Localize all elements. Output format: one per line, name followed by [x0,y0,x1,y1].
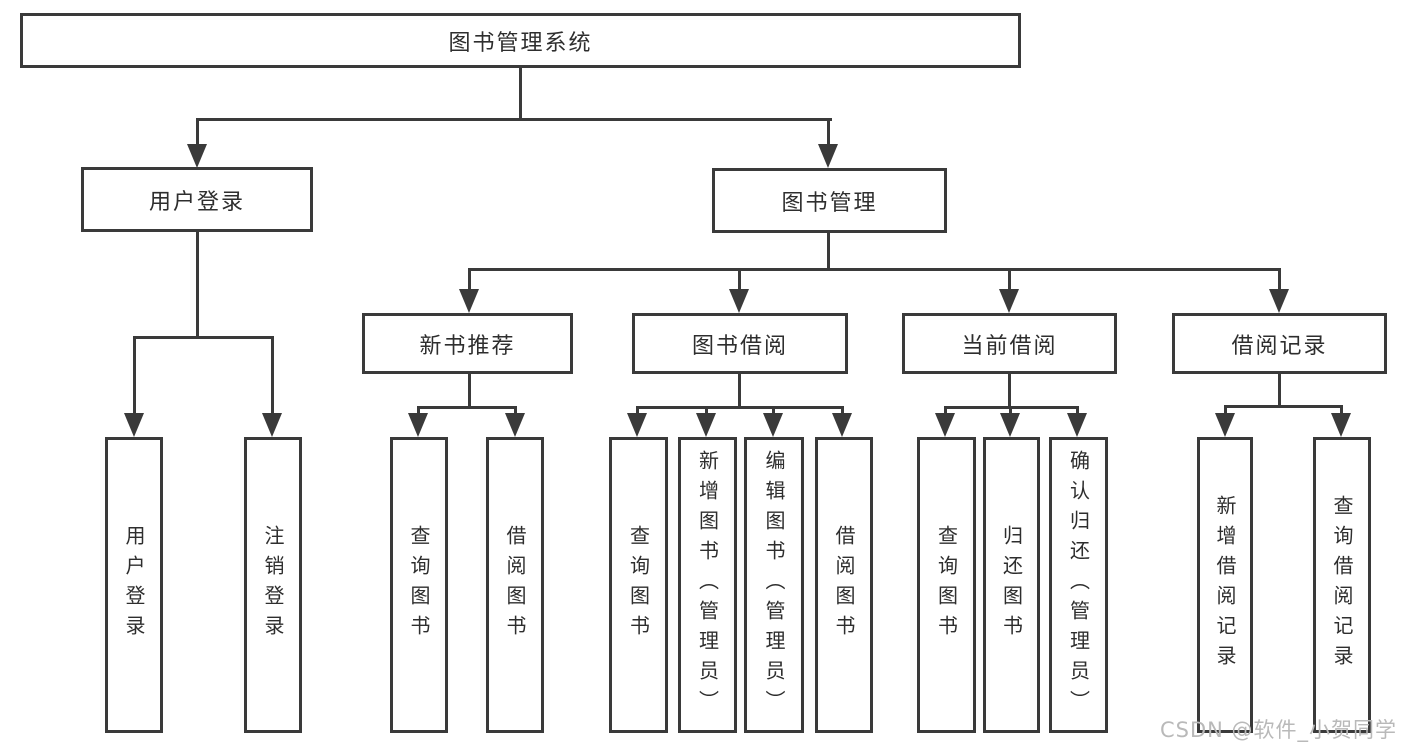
node-leaf-query-books-3: 查询图书 [917,437,976,733]
connector-line [271,336,274,415]
connector-line [1008,268,1011,291]
arrowhead [505,413,525,437]
connector-line [468,268,471,291]
connector-line [196,232,199,336]
node-leaf-query-books-2: 查询图书 [609,437,668,733]
connector-line [468,374,471,409]
node-label: 编辑图书（管理员） [762,450,786,720]
node-leaf-edit-book-admin: 编辑图书（管理员） [744,437,804,733]
node-book-management-branch: 图书管理 [712,168,947,233]
arrowhead [818,144,838,168]
node-user-login-branch: 用户登录 [81,167,313,232]
node-label: 新书推荐 [419,333,516,359]
node-borrow-records: 借阅记录 [1172,313,1387,374]
node-label: 当前借阅 [961,333,1058,359]
arrowhead [262,413,282,437]
node-leaf-logout: 注销登录 [244,437,302,733]
arrowhead [408,413,428,437]
node-current-borrow: 当前借阅 [902,313,1117,374]
node-label: 新增图书（管理员） [695,450,720,720]
node-leaf-query-borrow-record: 查询借阅记录 [1313,437,1371,733]
connector-line [1278,268,1281,291]
arrowhead [763,413,783,437]
node-leaf-borrow-books-1: 借阅图书 [486,437,544,733]
node-label: 借阅图书 [503,525,527,645]
connector-line [1340,405,1343,416]
node-label: 归还图书 [999,525,1024,645]
node-new-book-recommend: 新书推荐 [362,313,573,374]
connector-line [1278,374,1281,408]
arrowhead [729,289,749,313]
connector-line [1224,405,1343,408]
connector-line [1076,406,1079,416]
connector-line [636,406,843,409]
connector-line [196,118,832,121]
arrowhead [832,413,852,437]
node-label: 用户登录 [122,525,146,645]
connector-line [636,406,639,416]
arrowhead [124,413,144,437]
connector-line [738,374,741,409]
connector-line [1008,374,1011,409]
node-label: 查询图书 [626,525,651,645]
connector-line [468,268,1281,271]
node-label: 借阅记录 [1231,333,1328,359]
node-label: 新增借阅记录 [1213,495,1237,675]
connector-line [841,406,844,416]
arrowhead [1067,413,1087,437]
node-label: 查询图书 [407,525,431,645]
connector-line [738,268,741,291]
arrowhead [999,289,1019,313]
node-leaf-borrow-books-2: 借阅图书 [815,437,873,733]
node-label: 用户登录 [148,189,245,215]
connector-line [827,118,830,146]
connector-line [1224,405,1227,416]
node-leaf-add-borrow-record: 新增借阅记录 [1197,437,1253,733]
node-label: 借阅图书 [832,525,856,645]
connector-line [196,118,199,146]
arrowhead [696,413,716,437]
connector-line [772,406,775,416]
connector-line [514,406,517,416]
arrowhead [1000,413,1020,437]
node-label: 图书管理 [781,190,878,216]
arrowhead [627,413,647,437]
node-label: 确认归还（管理员） [1066,450,1091,720]
arrowhead [459,289,479,313]
node-leaf-user-login: 用户登录 [105,437,163,733]
connector-line [705,406,708,416]
arrowhead [935,413,955,437]
node-book-borrow: 图书借阅 [632,313,848,374]
node-leaf-confirm-return-admin: 确认归还（管理员） [1049,437,1108,733]
connector-line [1009,406,1012,416]
arrowhead [1269,289,1289,313]
connector-line [519,68,522,118]
node-label: 注销登录 [261,525,285,645]
node-system-root: 图书管理系统 [20,13,1021,68]
connector-line [417,406,420,416]
node-label: 查询借阅记录 [1330,495,1354,675]
node-label: 图书管理系统 [448,30,593,56]
connector-line [417,406,517,409]
arrowhead [187,144,207,168]
connector-line [944,406,947,416]
arrowhead [1215,413,1235,437]
node-label: 图书借阅 [691,333,788,359]
node-leaf-add-book-admin: 新增图书（管理员） [678,437,737,733]
connector-line [133,336,274,339]
node-leaf-query-books-1: 查询图书 [390,437,448,733]
watermark: CSDN @软件_小贺同学 [1160,718,1398,742]
connector-line [827,233,830,271]
node-label: 查询图书 [934,525,959,645]
node-leaf-return-book: 归还图书 [983,437,1040,733]
arrowhead [1331,413,1351,437]
connector-line [133,336,136,415]
